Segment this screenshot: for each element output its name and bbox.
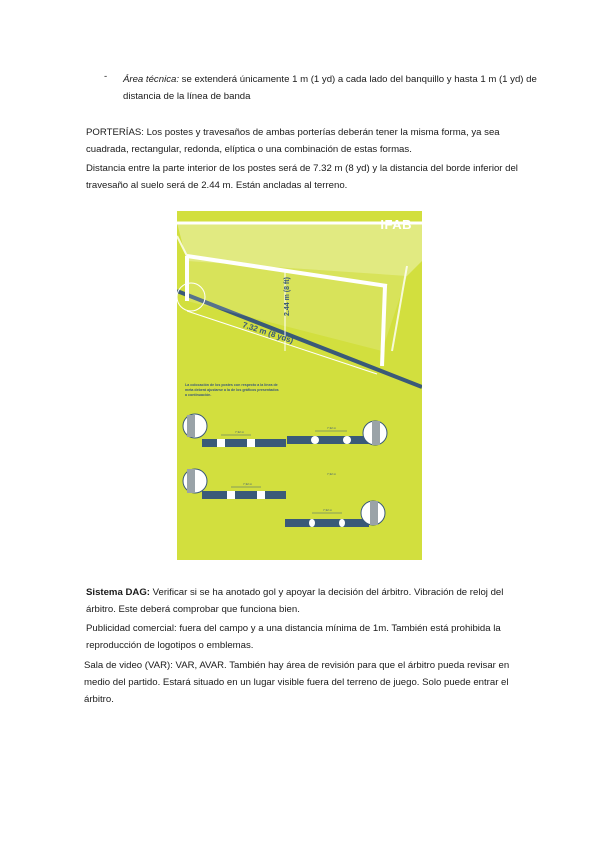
detail-row-1 bbox=[182, 413, 286, 447]
measure-3: 7,32 m bbox=[243, 482, 253, 486]
measure-1: 7,32 m bbox=[235, 430, 245, 434]
figure-caption: La colocación de los postes con respecto… bbox=[185, 383, 279, 397]
goal-net-side bbox=[187, 261, 407, 351]
detail-circle bbox=[177, 282, 206, 312]
area-tecnica-label: Área técnica: bbox=[123, 74, 179, 85]
measure-4: 7,32 m bbox=[323, 508, 333, 512]
measure-5: 7,32 m bbox=[327, 472, 337, 476]
bullet-dash: - bbox=[104, 71, 108, 82]
publicidad-paragraph: Publicidad comercial: fuera del campo y … bbox=[86, 623, 501, 651]
dag-body: Verificar si se ha anotado gol y apoyar … bbox=[86, 587, 504, 615]
area-tecnica-text: Área técnica: se extenderá únicamente 1 … bbox=[123, 71, 553, 105]
detail-row-3 bbox=[182, 468, 286, 499]
goal-diagram-drawing: 2.44 m (8 ft) 7.32 m (8 yds) 7,32 m 7,32… bbox=[177, 221, 422, 527]
area-tecnica-body: se extenderá únicamente 1 m (1 yd) a cad… bbox=[123, 74, 537, 102]
goal-line bbox=[177, 289, 422, 389]
goal-diagram: 2.44 m (8 ft) 7.32 m (8 yds) 7,32 m 7,32… bbox=[177, 211, 422, 560]
goal-crossbar bbox=[186, 254, 388, 288]
measure-2: 7,32 m bbox=[327, 426, 337, 430]
distancia-paragraph: Distancia entre la parte interior de los… bbox=[86, 163, 518, 191]
width-arrow bbox=[186, 310, 378, 375]
detail-row-2 bbox=[287, 420, 388, 446]
detail-row-4 bbox=[285, 500, 386, 527]
porterias-paragraph: PORTERÍAS: Los postes y travesaños de am… bbox=[86, 127, 500, 155]
var-paragraph: Sala de video (VAR): VAR, AVAR. También … bbox=[84, 660, 510, 705]
dag-label: Sistema DAG: bbox=[86, 587, 150, 598]
ifab-logo: IFAB bbox=[380, 217, 412, 232]
dag-paragraph: Sistema DAG: Verificar si se ha anotado … bbox=[86, 584, 526, 618]
goal-post-right bbox=[380, 285, 387, 367]
height-label: 2.44 m (8 ft) bbox=[284, 277, 291, 316]
